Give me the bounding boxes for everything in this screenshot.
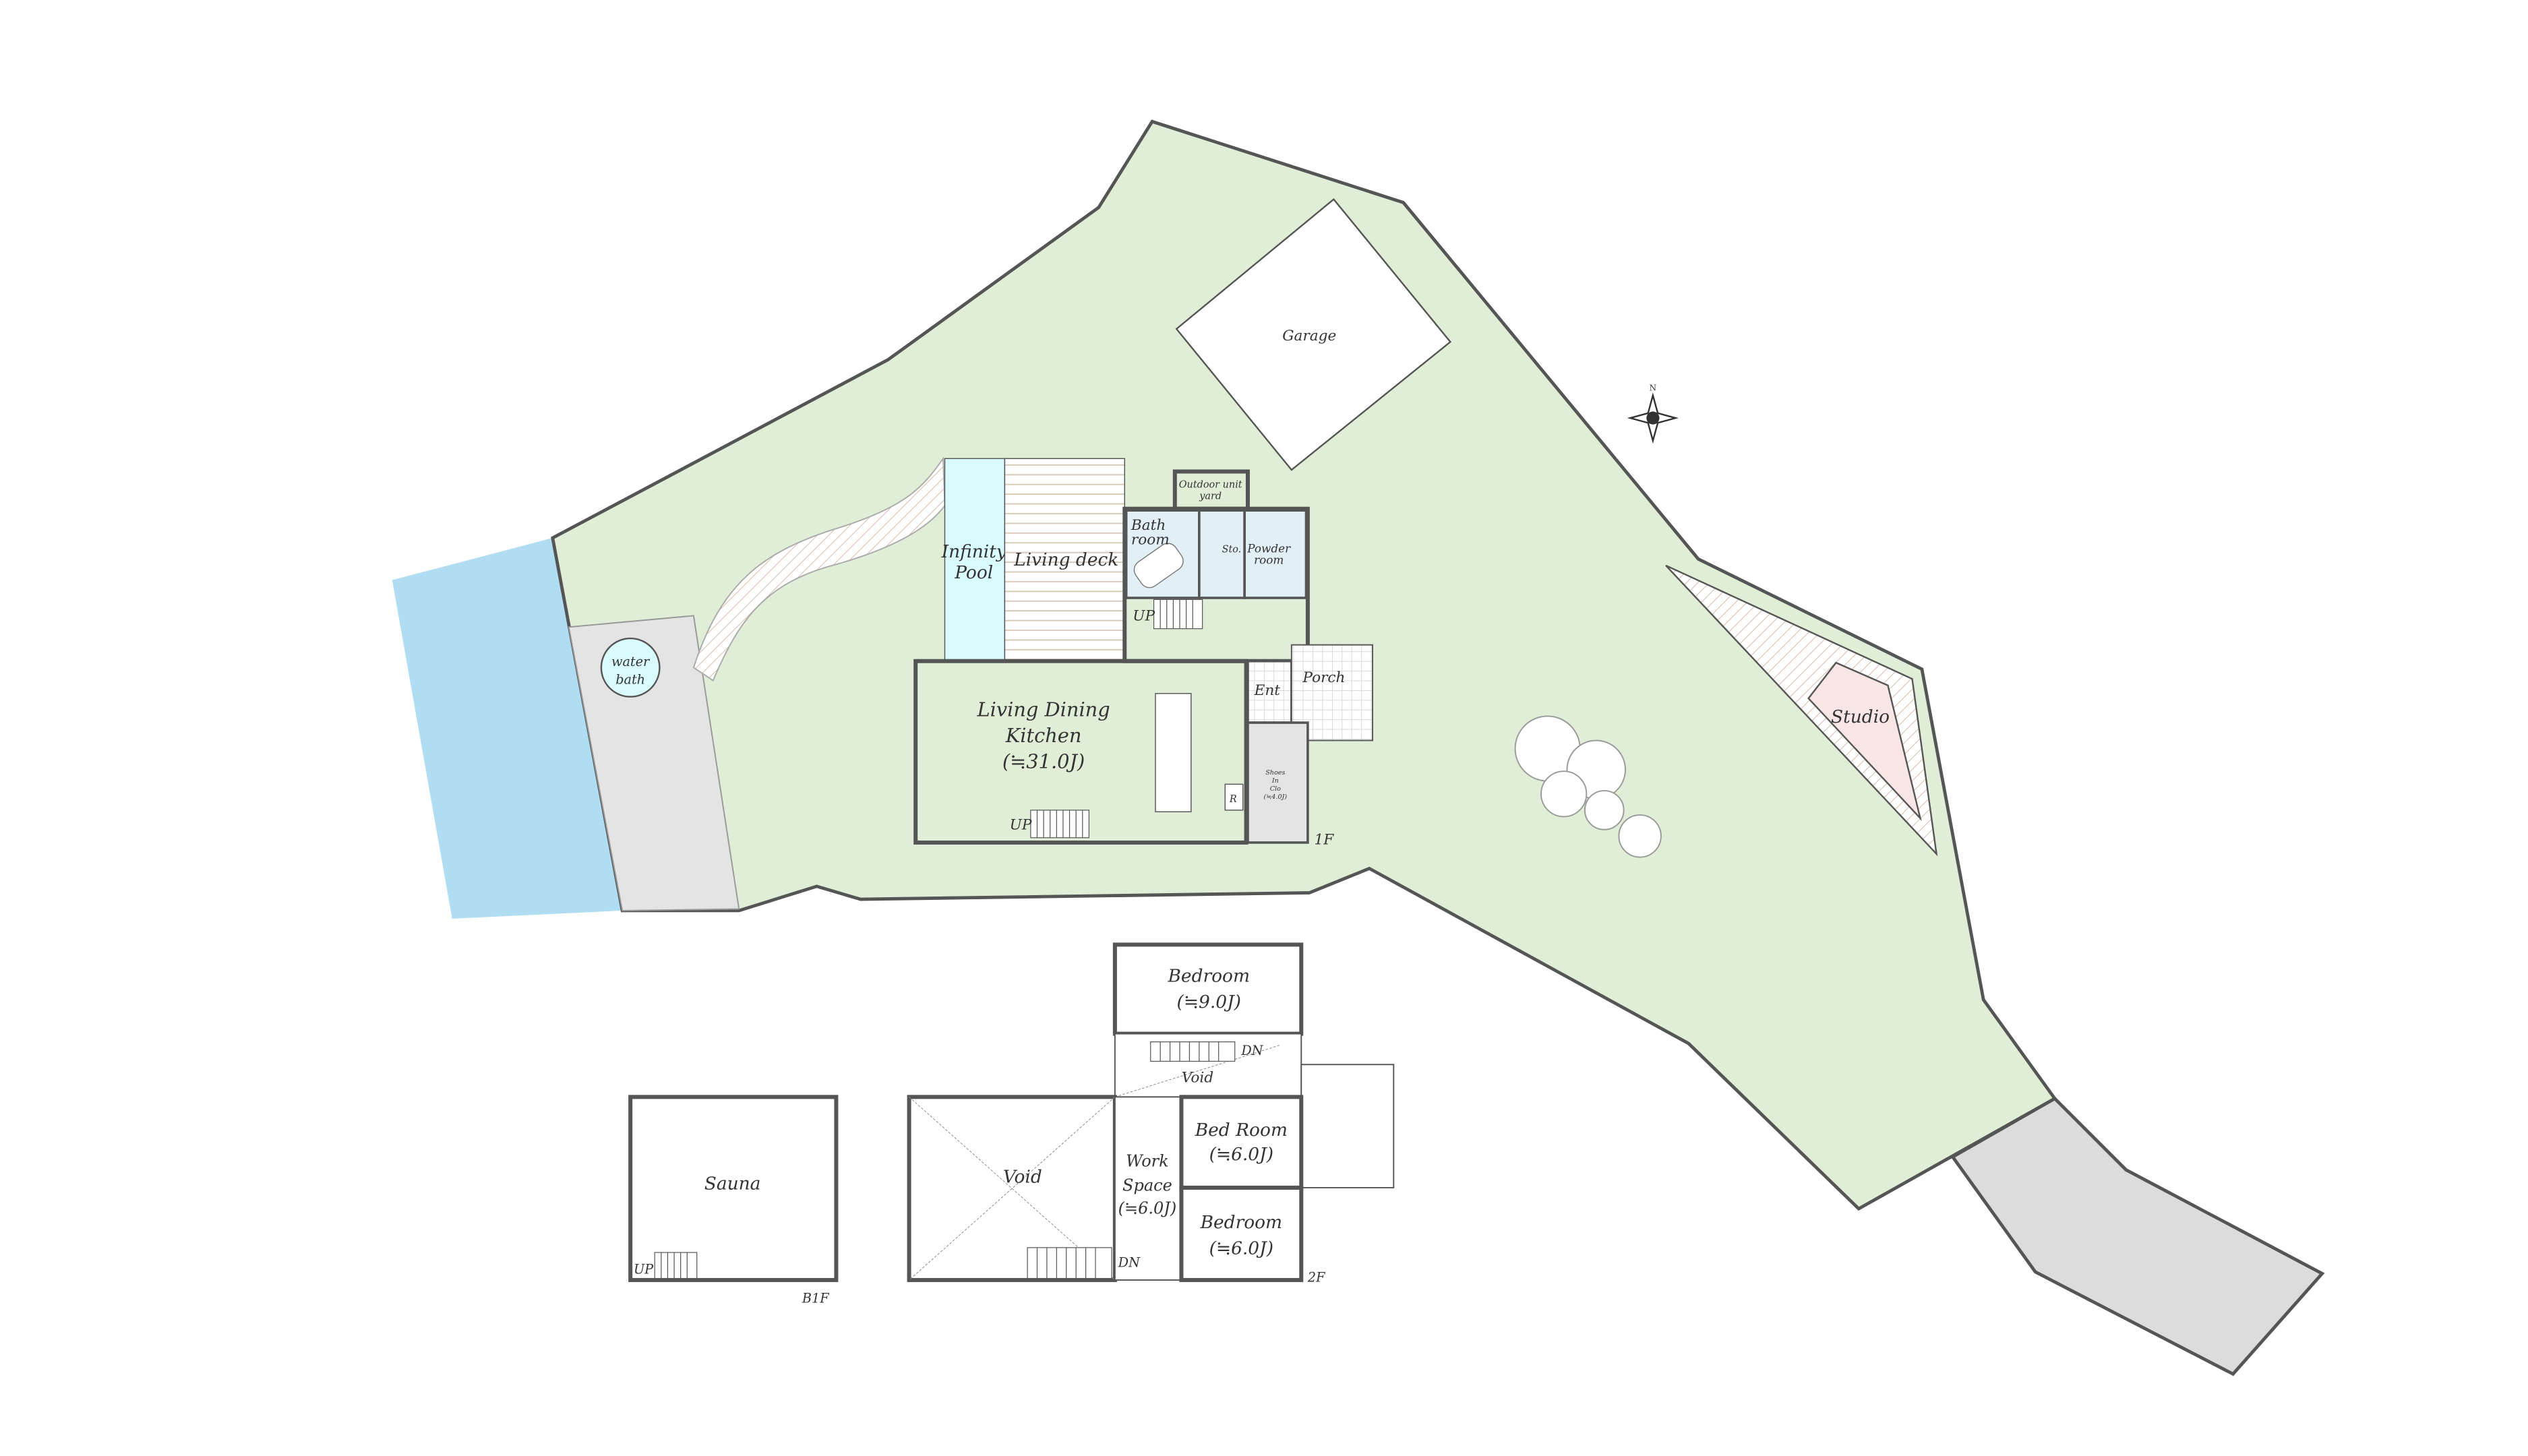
refrigerator bbox=[1224, 783, 1244, 811]
access-road bbox=[1950, 1096, 2325, 1376]
studio bbox=[1807, 661, 1922, 822]
bedroom-main bbox=[1112, 942, 1304, 1036]
void-main-label: Void bbox=[1003, 1167, 1042, 1188]
powder-room bbox=[1243, 509, 1308, 599]
stairs-up-icon bbox=[1153, 599, 1203, 630]
bed-room-area: (≒6.0J) bbox=[1209, 1144, 1273, 1165]
shoes-closet-label-2: In bbox=[1271, 777, 1279, 785]
stairs-up-label: UP bbox=[1133, 608, 1155, 625]
infinity-pool-label: Infinity bbox=[941, 541, 1007, 562]
shoes-closet bbox=[1246, 721, 1309, 844]
entrance-label: Ent bbox=[1254, 682, 1281, 699]
entrance bbox=[1246, 659, 1293, 724]
void-marker-2 bbox=[909, 1096, 1116, 1281]
stairs-down-label-2: DN bbox=[1118, 1255, 1141, 1271]
bath-room-label-2: room bbox=[1131, 532, 1170, 549]
water-bath-label: water bbox=[611, 654, 651, 669]
living-deck bbox=[1004, 458, 1125, 662]
sauna-label: Sauna bbox=[704, 1173, 761, 1194]
bedroom-small-label: Bedroom bbox=[1200, 1212, 1283, 1233]
refrigerator-label: R bbox=[1229, 794, 1237, 805]
bedroom-main-area: (≒9.0J) bbox=[1177, 992, 1241, 1012]
ldk-area-label: (≒31.0J) bbox=[1002, 750, 1085, 772]
living-deck-label: Living deck bbox=[1013, 549, 1118, 570]
bedroom-small-area: (≒6.0J) bbox=[1209, 1238, 1273, 1258]
water-bath-label-2: bath bbox=[615, 671, 645, 687]
studio-deck bbox=[1665, 564, 1938, 857]
tree-cluster-icon bbox=[1514, 715, 1662, 858]
living-dining-kitchen bbox=[913, 659, 1248, 845]
porch-label: Porch bbox=[1302, 669, 1345, 686]
shoes-closet-area: (≒4.0J) bbox=[1263, 793, 1287, 801]
compass-icon: N bbox=[1627, 383, 1679, 444]
water-area bbox=[392, 538, 623, 919]
ldk-label-2: Kitchen bbox=[1005, 724, 1082, 747]
storage-label: Sto. bbox=[1222, 545, 1242, 555]
bath-room-label: Bath bbox=[1131, 517, 1166, 534]
sauna bbox=[628, 1095, 839, 1282]
floor-2f-label: 2F bbox=[1307, 1269, 1325, 1285]
stairs-down-icon bbox=[1150, 1041, 1236, 1062]
work-space-label-2: Space bbox=[1122, 1176, 1172, 1195]
balcony bbox=[1300, 1064, 1395, 1188]
stairs-down-icon-2 bbox=[1027, 1247, 1112, 1279]
stairs-up-label-2: UP bbox=[1010, 817, 1032, 834]
powder-room-label-2: room bbox=[1254, 553, 1284, 567]
bed-room-label: Bed Room bbox=[1195, 1120, 1288, 1141]
floor-b1f-label: B1F bbox=[802, 1291, 829, 1306]
stairs-up-icon-2 bbox=[1030, 810, 1089, 839]
outdoor-unit-yard-label: Outdoor unit bbox=[1179, 480, 1242, 491]
stairs-down-label: DN bbox=[1240, 1043, 1263, 1058]
bed-room bbox=[1179, 1095, 1304, 1190]
bedroom-small bbox=[1179, 1185, 1304, 1282]
ldk-label: Living Dining bbox=[976, 698, 1110, 721]
floor-1f-label: 1F bbox=[1315, 831, 1335, 848]
water-bath bbox=[600, 637, 661, 698]
garage-label: Garage bbox=[1282, 328, 1336, 344]
shoes-closet-label-3: Clo bbox=[1270, 785, 1281, 793]
compass-north-label: N bbox=[1650, 383, 1657, 392]
void-marker bbox=[1114, 1044, 1281, 1097]
garden-path bbox=[692, 456, 946, 682]
stair-void-label: Void bbox=[1182, 1070, 1213, 1087]
sauna-stairs-up-label: UP bbox=[634, 1261, 654, 1277]
infinity-pool-label-2: Pool bbox=[954, 562, 993, 583]
work-space-area: (≒6.0J) bbox=[1118, 1199, 1177, 1217]
stairs-up-icon-3 bbox=[654, 1252, 698, 1279]
bathtub-icon bbox=[1133, 543, 1184, 588]
bedroom-main-label: Bedroom bbox=[1167, 966, 1250, 987]
work-space-label: Work bbox=[1126, 1152, 1169, 1171]
powder-room-label: Powder bbox=[1246, 542, 1291, 555]
shoes-closet-label: Shoes bbox=[1265, 769, 1285, 777]
kitchen-island bbox=[1155, 693, 1192, 812]
studio-label: Studio bbox=[1831, 706, 1890, 727]
outdoor-unit-yard-label-2: yard bbox=[1199, 491, 1222, 502]
garage bbox=[1175, 198, 1452, 471]
